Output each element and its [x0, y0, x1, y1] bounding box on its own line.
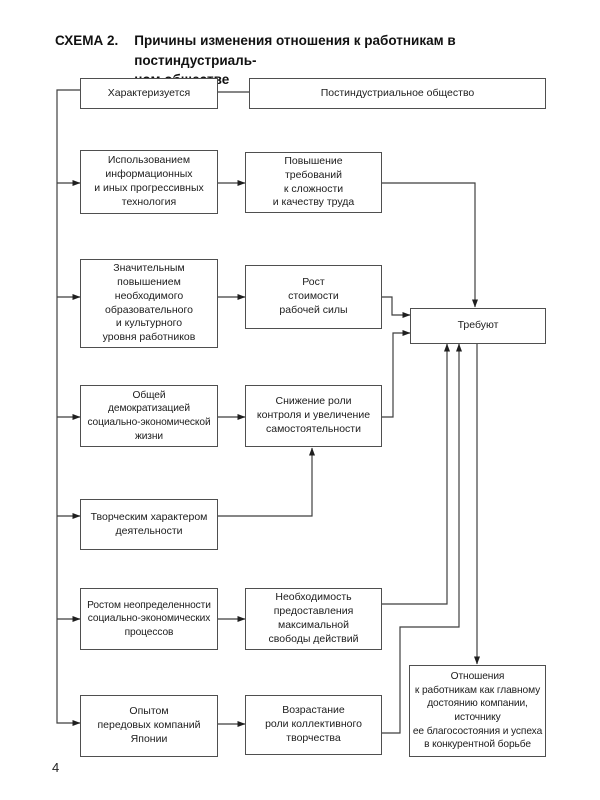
edge-freedom-require-bottom — [382, 343, 450, 605]
node-creative-work: Творческим характером деятельности — [80, 499, 218, 550]
node-japan-experience: Опытом передовых компаний Японии — [80, 695, 218, 757]
schema-number-label: СХЕМА 2. — [55, 33, 119, 48]
node-democratization: Общей демократизацией социально-экономич… — [80, 385, 218, 447]
node-postindustrial-society: Постиндустриальное общество — [249, 78, 546, 109]
node-collective-creativity: Возрастание роли коллективного творчеств… — [245, 695, 382, 755]
edge-creative-control-bottom — [218, 447, 315, 517]
node-info-technologies: Использованием информационных и иных про… — [80, 150, 218, 214]
node-attitude-outcome: Отношения к работникам как главному дост… — [409, 665, 546, 757]
node-max-freedom: Необходимость предоставления максимально… — [245, 588, 382, 650]
edge-collective-require-bottom — [382, 343, 462, 734]
node-uncertainty-growth: Ростом неопределенности социально-эконом… — [80, 588, 218, 650]
edge-demands-require-top — [382, 182, 478, 308]
node-labor-cost-growth: Рост стоимости рабочей силы — [245, 265, 382, 329]
page-number: 4 — [52, 760, 60, 775]
node-less-control: Снижение роли контроля и увеличение само… — [245, 385, 382, 447]
edge-cost-require-left — [382, 296, 411, 318]
node-characterized: Характеризуется — [80, 78, 218, 109]
node-higher-demands: Повышение требований к сложности и качес… — [245, 152, 382, 213]
edge-control-require-left — [382, 330, 411, 418]
node-education-level: Значительным повышением необходимого обр… — [80, 259, 218, 348]
node-require-hub: Требуют — [410, 308, 546, 344]
edge-spine — [56, 89, 81, 726]
